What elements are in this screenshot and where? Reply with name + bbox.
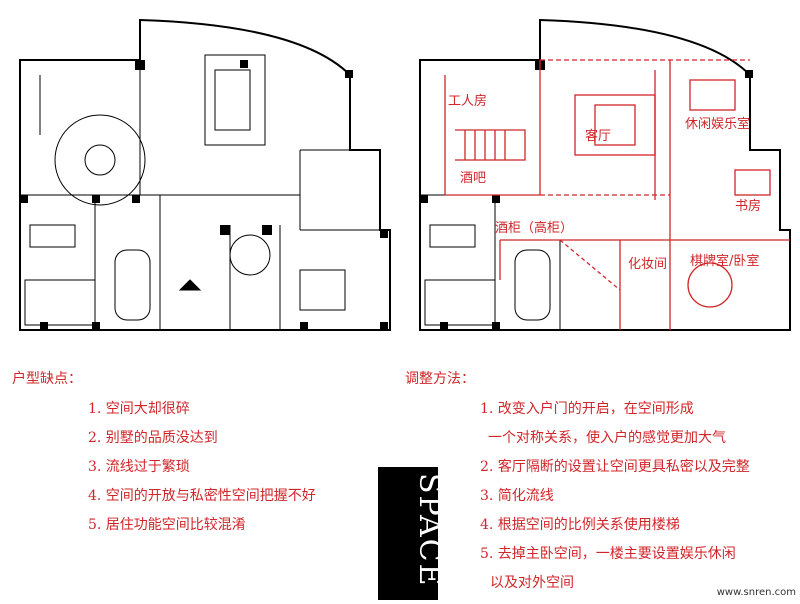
room-living: 客厅 <box>585 128 611 144</box>
watermark: www.snren.com <box>716 587 796 598</box>
defect-item: 4. 空间的开放与私密性空间把握不好 <box>88 488 316 504</box>
original-floor-plan <box>19 18 391 331</box>
adjust-line: 1. 改变入户门的开启，在空间形成 <box>480 401 694 417</box>
defect-item: 1. 空间大却很碎 <box>88 401 190 417</box>
adjust-line: 一个对称关系，使入户的感觉更加大气 <box>488 430 726 446</box>
adjust-line: 以及对外空间 <box>490 575 574 591</box>
space-logo: SPACE <box>378 467 447 600</box>
room-chess: 棋牌室/卧室 <box>690 253 759 269</box>
adjust-title: 调整方法： <box>405 371 475 387</box>
room-bar: 酒吧 <box>460 171 486 186</box>
adjust-line: 2. 客厅隔断的设置让空间更具私密以及完整 <box>480 459 750 475</box>
defect-item: 2. 别墅的品质没达到 <box>88 430 218 446</box>
adjust-line: 4. 根据空间的比例关系使用楼梯 <box>480 517 680 533</box>
adjusted-floor-plan: 工人房 客厅 休闲娱乐室 酒吧 书房 酒柜（高柜） 化妆间 棋牌室/卧室 <box>419 18 791 331</box>
adjust-line: 5. 去掉主卧空间，一楼主要设置娱乐休闲 <box>480 546 736 562</box>
defect-item: 3. 流线过于繁琐 <box>88 459 190 475</box>
room-leisure: 休闲娱乐室 <box>685 116 750 132</box>
defects-title: 户型缺点： <box>12 371 82 387</box>
defect-item: 5. 居住功能空间比较混淆 <box>88 517 246 533</box>
room-wine-cabinet: 酒柜（高柜） <box>495 220 573 236</box>
room-worker: 工人房 <box>448 93 487 109</box>
adjust-line: 3. 简化流线 <box>480 488 554 504</box>
room-vanity: 化妆间 <box>628 257 667 272</box>
logo-text: SPACE <box>412 473 438 588</box>
room-study: 书房 <box>735 198 761 214</box>
